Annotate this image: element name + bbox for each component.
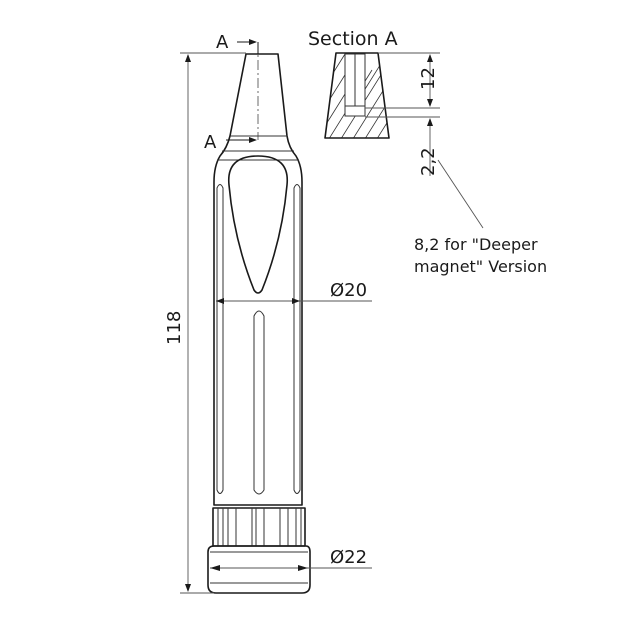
svg-text:12: 12	[418, 67, 439, 90]
section-marker-bottom: A	[204, 132, 257, 153]
svg-text:Ø20: Ø20	[330, 280, 367, 301]
dimension-bottom-thickness: 2,2	[365, 116, 440, 176]
svg-text:8,2 for "Deeper: 8,2 for "Deeper	[414, 235, 538, 254]
dimension-magnet-depth: 12	[365, 52, 440, 109]
svg-text:A: A	[204, 132, 217, 153]
dimension-diameter-body: Ø20	[216, 280, 372, 304]
svg-text:2,2: 2,2	[418, 147, 439, 176]
dimension-diameter-base: Ø22	[210, 547, 372, 571]
svg-text:Section A: Section A	[308, 28, 398, 50]
svg-text:magnet" Version: magnet" Version	[414, 257, 547, 276]
svg-text:Ø22: Ø22	[330, 547, 367, 568]
section-a-view: Section A	[308, 28, 398, 139]
dimension-overall-length: 118	[164, 52, 246, 594]
svg-text:118: 118	[164, 311, 185, 345]
svg-text:A: A	[216, 32, 229, 53]
section-marker-top: A	[216, 32, 259, 54]
deeper-magnet-note: 8,2 for "Deeper magnet" Version	[414, 159, 547, 276]
part-side-view	[207, 42, 311, 594]
